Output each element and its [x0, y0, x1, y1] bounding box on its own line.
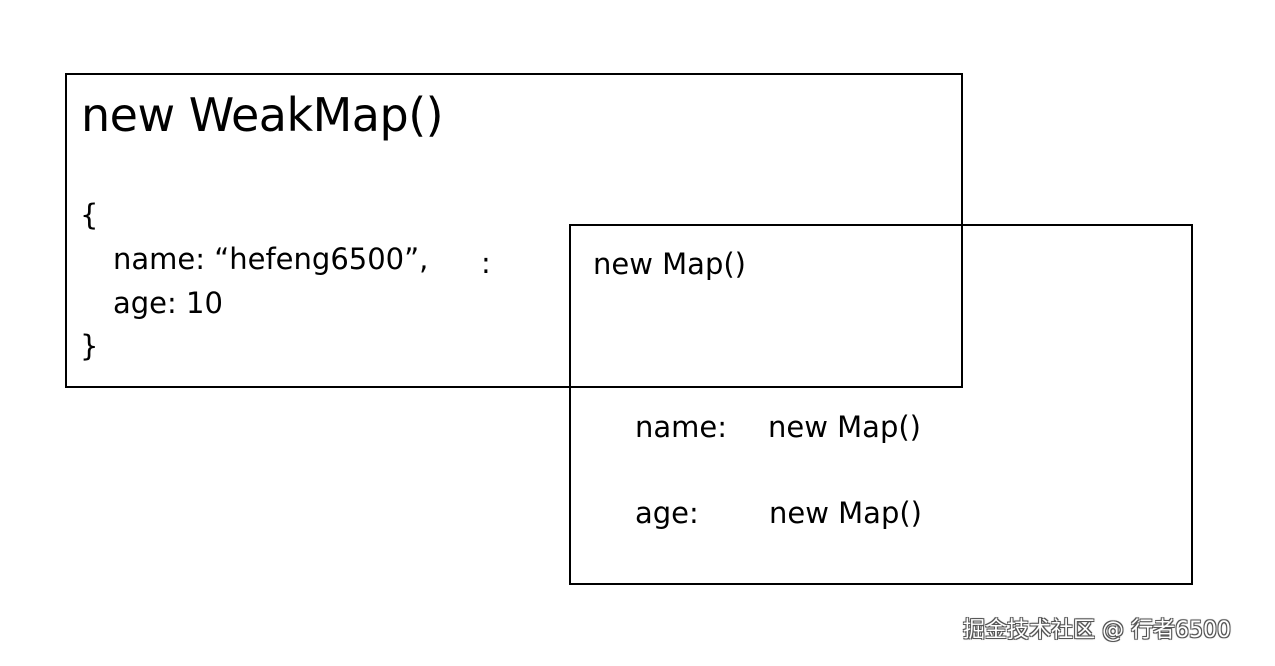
object-age-entry: age: 10 — [113, 286, 223, 320]
map-entry-value-name: new Map() — [768, 410, 921, 444]
map-entry-value-age: new Map() — [769, 496, 922, 530]
map-title: new Map() — [593, 247, 746, 281]
weakmap-box — [65, 73, 963, 388]
object-open-brace: { — [80, 198, 99, 232]
map-entry-key-name: name: — [635, 410, 728, 444]
object-close-brace: } — [80, 329, 99, 363]
weakmap-title: new WeakMap() — [81, 88, 444, 142]
map-entry-key-age: age: — [635, 496, 699, 530]
key-value-separator: : — [481, 246, 491, 280]
object-name-entry: name: “hefeng6500”, — [113, 242, 429, 276]
map-box — [569, 224, 1193, 585]
watermark: 掘金技术社区 @ 行者6500 — [963, 618, 1231, 643]
